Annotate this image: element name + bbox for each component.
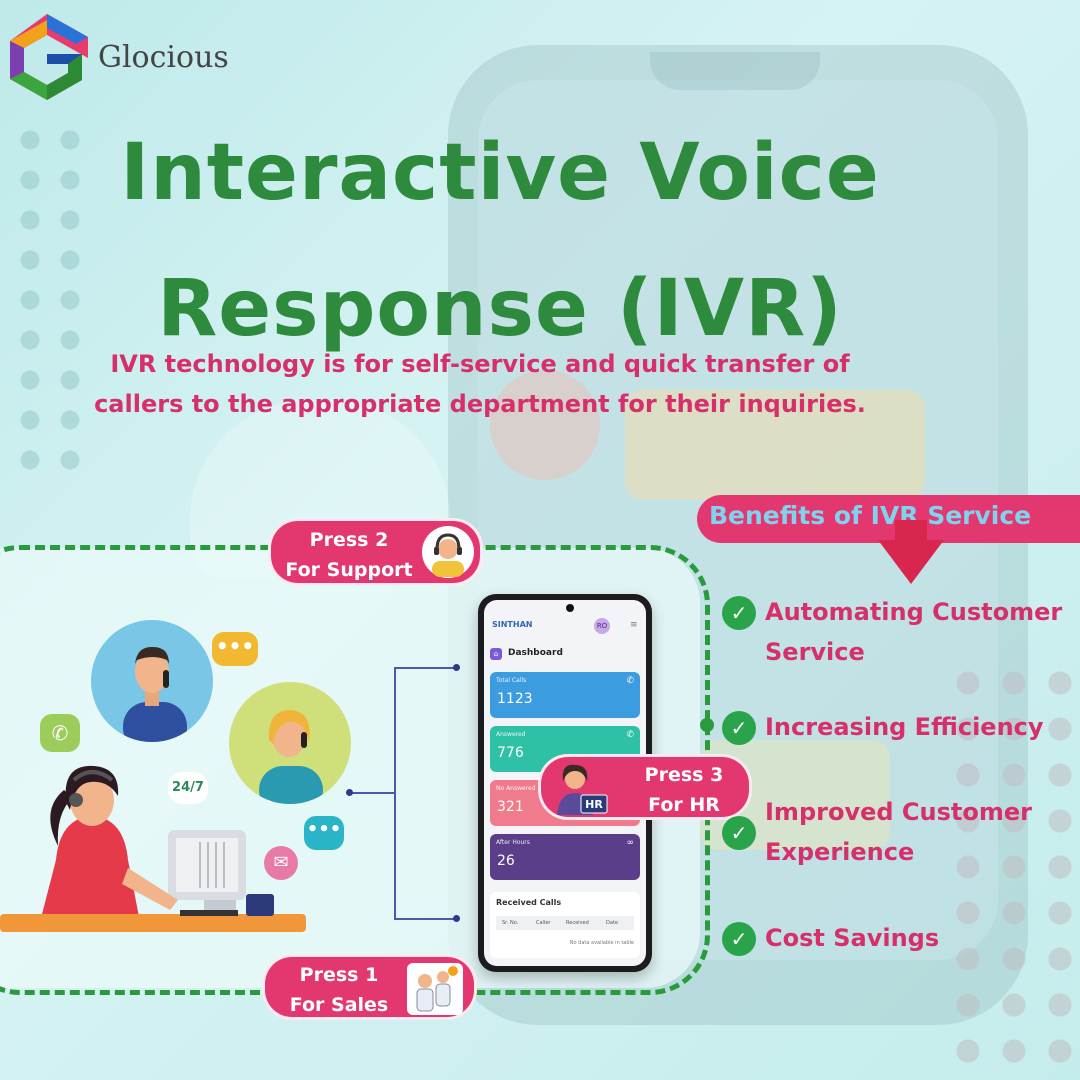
voicemail-icon: ∞ [626,838,635,848]
stat-label: No Answered [496,785,536,792]
check-icon: ✓ [722,711,756,745]
column-header: Caller [536,920,551,926]
chat-bubble-icon: ••• [212,632,258,666]
stat-label: After Hours [496,839,530,846]
benefit-label: Increasing Efficiency [765,713,1044,741]
connector-middle [350,792,396,794]
option-press-label: Press 3 [644,764,724,786]
connector-dot [453,915,460,922]
stat-value: 776 [497,745,524,761]
stat-card-after-hours[interactable]: After Hours 26 ∞ [490,834,640,880]
connector-bottom [394,918,456,920]
stat-label: Total Calls [496,677,527,684]
stat-label: Answered [496,731,526,738]
benefits-heading-text: Benefits of IVR Service [709,501,1032,530]
benefit-label: Cost Savings [765,924,940,952]
brand-name: Glocious [98,40,229,75]
app-brand: SINTHAN [492,620,533,629]
phone-icon: ✆ [626,676,634,686]
option-dept-label: For Support [285,559,413,581]
sales-team-icon [407,963,463,1015]
page-title: Interactive Voice Response (IVR) [0,105,1000,377]
background-card-sales [625,390,925,500]
column-header: Received [566,920,589,926]
user-avatar[interactable]: RO [594,618,610,634]
phone-incoming-icon: ✆ [626,730,634,740]
connector-top [394,667,456,669]
benefits-heading: Benefits of IVR Service [697,495,1080,543]
check-icon: ✓ [722,816,756,850]
connector-dot [346,789,353,796]
option-text: Press 1 For Sales [273,960,405,1020]
phone-bubble-icon: ✆ [40,714,80,752]
camera-icon [566,604,574,612]
stat-value: 1123 [497,691,533,707]
option-hr: HR Press 3 For HR [538,754,752,820]
dashboard-label[interactable]: Dashboard [508,648,563,658]
option-press-label: Press 1 [299,964,379,986]
empty-table-text: No data available in table [569,940,634,946]
caller-woman-avatar [229,682,351,804]
stat-value: 321 [497,799,524,815]
frame-dot [700,718,714,732]
home-icon: ⌂ [490,648,502,660]
caller-man-avatar [91,620,213,742]
column-header: Sr. No. [502,920,519,926]
background-dots-left [10,120,90,480]
menu-icon[interactable]: ≡ [630,620,638,630]
subtitle: IVR technology is for self-service and q… [94,350,866,418]
option-press-label: Press 2 [309,529,389,551]
option-text: Press 3 For HR [619,760,749,820]
option-text: Press 2 For Support [279,525,419,585]
check-icon: ✓ [722,596,756,630]
option-support: Press 2 For Support [268,518,483,586]
benefit-item: ✓ Improved Customer Experience [722,792,1072,872]
option-dept-label: For HR [648,794,720,816]
background-circle [490,370,600,480]
benefit-item: ✓ Increasing Efficiency [722,707,1072,747]
background-phone-notch [650,52,820,90]
benefit-item: ✓ Cost Savings [722,918,1072,958]
title-line-1: Interactive Voice [120,128,880,218]
column-header: Date [606,920,618,926]
badge-247: 24/7 [168,772,208,804]
headset-agent-icon [422,526,474,578]
stat-card-total[interactable]: Total Calls 1123 ✆ [490,672,640,718]
mail-icon: ✉ [264,846,298,880]
table-header: Sr. No. Caller Received Date [496,916,634,930]
check-icon: ✓ [722,922,756,956]
title-line-2: Response (IVR) [157,264,843,354]
background-dots-right [945,660,1080,1080]
benefit-label: Automating Customer Service [765,598,1063,666]
received-calls-title: Received Calls [496,898,562,907]
glocious-logo-icon [10,14,88,100]
connector-dot [453,664,460,671]
option-dept-label: For Sales [289,994,389,1016]
stat-value: 26 [497,853,515,869]
hr-person-icon: HR [557,764,608,815]
option-sales: Press 1 For Sales [262,954,477,1020]
benefit-label: Improved Customer Experience [765,798,1032,866]
received-calls-panel: Received Calls Sr. No. Caller Received D… [490,892,640,958]
chat-dots-icon: ••• [304,816,344,850]
benefit-item: ✓ Automating Customer Service [722,592,1072,672]
svg-text:HR: HR [585,798,603,811]
call-agent-illustration [0,765,306,932]
arrow-down-icon [878,540,944,584]
